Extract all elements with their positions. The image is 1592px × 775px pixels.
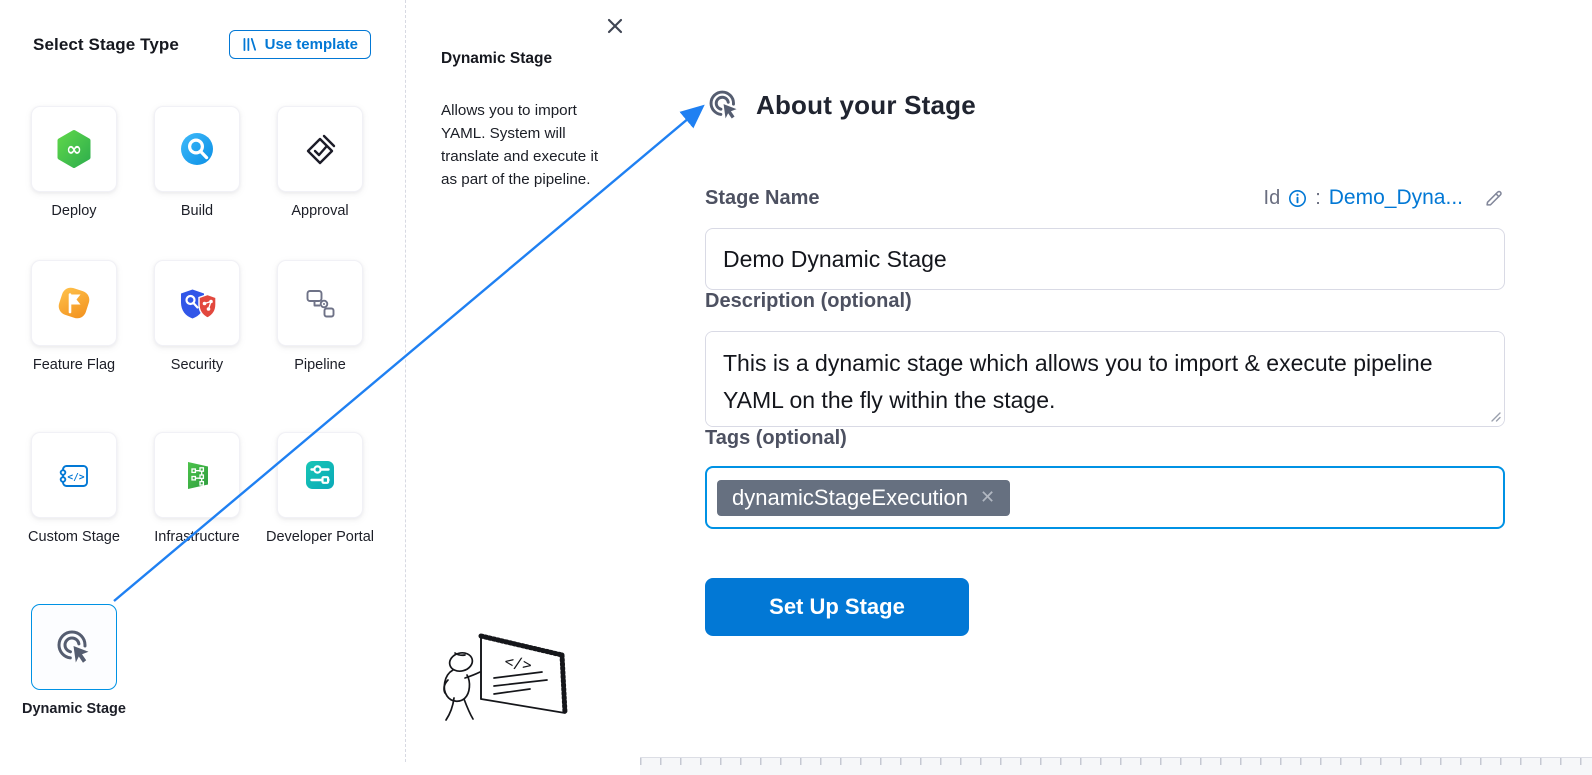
security-icon — [181, 289, 217, 319]
infrastructure-card — [154, 432, 240, 518]
stage-card-security[interactable]: Security — [132, 260, 262, 374]
stage-info-panel: Dynamic Stage Allows you to import YAML.… — [406, 0, 660, 775]
deploy-card: ∞ — [31, 106, 117, 192]
description-textarea[interactable]: This is a dynamic stage which allows you… — [705, 331, 1505, 428]
close-icon[interactable] — [605, 15, 627, 37]
tag-chip-label: dynamicStageExecution — [732, 484, 969, 510]
stage-type-panel: Select Stage Type Use template ∞ — [0, 0, 406, 762]
build-icon — [181, 133, 213, 165]
custom-stage-card: </> — [31, 432, 117, 518]
deploy-icon: ∞ — [57, 130, 91, 168]
use-template-label: Use template — [264, 36, 358, 53]
dynamic-stage-icon — [57, 630, 92, 666]
feature-flag-icon — [58, 287, 90, 319]
stage-id-row: Id : Demo_Dyna... — [1264, 186, 1505, 210]
dynamic-stage-icon — [705, 86, 743, 124]
stage-card-custom-stage[interactable]: </> Custom Stage — [9, 432, 139, 546]
edit-id-icon[interactable] — [1483, 187, 1505, 209]
info-panel-title: Dynamic Stage — [441, 49, 553, 67]
stage-card-deploy[interactable]: ∞ Deploy — [9, 106, 139, 220]
dynamic-stage-card — [31, 604, 117, 690]
developer-portal-card — [277, 432, 363, 518]
custom-stage-icon: </> — [59, 465, 88, 487]
stage-card-infrastructure[interactable]: Infrastructure — [132, 432, 262, 546]
description-label: Description (optional) — [705, 290, 912, 313]
feature-flag-card — [31, 260, 117, 346]
info-panel-description: Allows you to import YAML. System will t… — [441, 102, 599, 189]
about-header: About your Stage — [705, 68, 1505, 142]
stage-card-developer-portal[interactable]: Developer Portal — [255, 432, 385, 546]
remove-tag-icon[interactable]: ✕ — [980, 487, 996, 508]
pipeline-canvas-strip — [640, 757, 1592, 775]
template-library-icon — [242, 37, 257, 52]
set-up-stage-button[interactable]: Set Up Stage — [705, 578, 969, 637]
id-colon: : — [1315, 186, 1321, 209]
stage-type-header: Select Stage Type Use template — [33, 30, 371, 59]
tag-chip: dynamicStageExecution ✕ — [717, 479, 1011, 516]
svg-text:</>: </> — [67, 472, 84, 483]
stage-id-value[interactable]: Demo_Dyna... — [1328, 186, 1463, 210]
pipeline-card — [277, 260, 363, 346]
about-title: About your Stage — [756, 89, 976, 120]
stage-card-feature-flag[interactable]: Feature Flag — [9, 260, 139, 374]
about-stage-panel: About your Stage Stage Name Id : Demo_Dy… — [705, 68, 1505, 637]
infrastructure-icon — [188, 462, 208, 489]
resize-handle-icon[interactable] — [1490, 411, 1501, 422]
stage-name-label: Stage Name — [705, 186, 820, 209]
build-card — [154, 106, 240, 192]
svg-text:</>: </> — [503, 652, 533, 674]
stage-card-dynamic-stage[interactable]: Dynamic Stage — [9, 604, 139, 718]
tags-input[interactable]: dynamicStageExecution ✕ — [705, 466, 1505, 530]
stage-card-approval[interactable]: Approval — [255, 106, 385, 220]
tags-label: Tags (optional) — [705, 427, 847, 450]
presentation-illustration: </> — [434, 610, 609, 740]
description-field: This is a dynamic stage which allows you… — [705, 331, 1505, 428]
svg-text:∞: ∞ — [66, 139, 82, 161]
stage-name-input[interactable] — [705, 228, 1505, 291]
info-icon[interactable] — [1288, 189, 1307, 208]
security-card — [154, 260, 240, 346]
panel-title: Select Stage Type — [33, 34, 179, 54]
stage-name-row: Stage Name Id : Demo_Dyna... — [705, 186, 1505, 210]
stage-card-pipeline[interactable]: Pipeline — [255, 260, 385, 374]
approval-icon — [306, 134, 336, 165]
developer-portal-icon — [306, 461, 334, 489]
pipeline-icon — [306, 290, 335, 318]
id-label: Id — [1263, 186, 1281, 209]
use-template-button[interactable]: Use template — [228, 30, 371, 59]
stage-card-build[interactable]: Build — [132, 106, 262, 220]
approval-card — [277, 106, 363, 192]
